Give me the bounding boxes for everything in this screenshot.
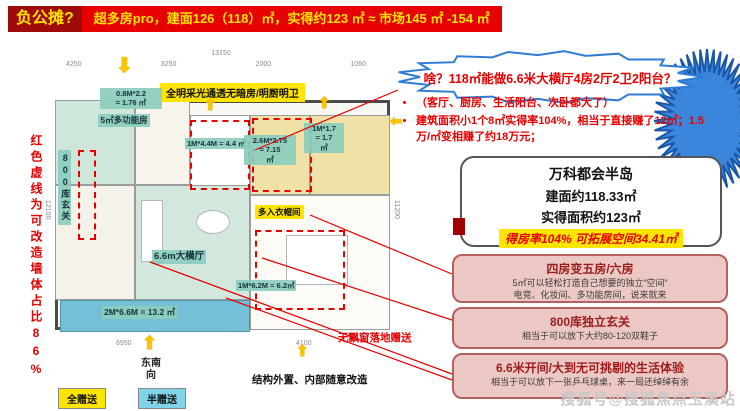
callout-entry: 800库独立玄关 相当于可以放下大约80-120双鞋子 (452, 307, 728, 349)
label-bay-small: 1M*1.7 = 1.7 ㎡ (304, 123, 344, 154)
starburst-outline (398, 50, 705, 104)
arrow-up-icon: ⬆ (318, 95, 331, 112)
callout-title: 四房变五房/六房 (546, 262, 634, 276)
floor-plan: 13150 4250 3250 2000 1060 12100 11200 69… (44, 50, 403, 410)
note-no-baywindow: 无飘窗落地赠送 (338, 332, 412, 344)
bullet-item: （客厅、厨房、生活阳台、次卧都大了） (416, 96, 706, 112)
question-burst: 啥？118㎡能做6.6米大横厅4房2厅2卫2阳台？ (394, 48, 706, 106)
label-closet: 0.8M*2.2 ≈ 1.76 ㎡ (100, 88, 162, 109)
starburst-decor (653, 48, 740, 194)
left-vertical-note: 红色虚线为可改造墙体占比86% (29, 134, 43, 380)
note-structure: 结构外置、内部随意改造 (252, 374, 368, 386)
dim-seg: 3250 (160, 61, 177, 68)
arrow-down-icon: ⬇ (116, 55, 133, 77)
room-kitchen (135, 100, 190, 185)
dim-right: 11200 (393, 200, 400, 219)
callout-body: 5㎡可以轻松打造自己想要的独立“空间” 电竞、化妆间、多功能房间，说来就来 (512, 278, 668, 300)
dim-top-segments: 4250 3250 2000 1060 (66, 61, 366, 68)
dim-bottom-left: 6950 (116, 340, 132, 347)
red-marker (453, 218, 465, 235)
burst-question-text: 啥？118㎡能做6.6米大横厅4房2厅2卫2阳台？ (423, 71, 677, 86)
label-direction: 东南向 (141, 358, 161, 381)
daylight-banner: 全明采光通透无暗房/明厨明卫 (160, 83, 305, 102)
label-multifunction: 5㎡多功能房 (98, 114, 150, 127)
callout-title: 6.6米开间/大到无可挑剔的生活体验 (495, 361, 685, 375)
dim-seg: 1060 (350, 61, 366, 68)
arrow-up-icon: ⬆ (142, 333, 158, 353)
callout-rooms: 四房变五房/六房 5㎡可以轻松打造自己想要的独立“空间” 电竞、化妆间、多功能房… (452, 254, 728, 303)
callout-body: 相当于可以放下大约80-120双鞋子 (521, 331, 659, 341)
actual-area: 实得面积约123㎡ (541, 210, 641, 225)
dim-top-total: 13150 (211, 50, 231, 57)
label-bath: 2.6M*2.75 ≈ 7.15 ㎡ (244, 135, 296, 166)
legend-half-gift: 半赠送 (138, 388, 186, 409)
arrow-up-icon: ⬆ (204, 97, 217, 114)
project-info-card: 万科都会半岛 建面约118.33㎡ 实得面积约123㎡ 得房率104% 可拓展空… (453, 156, 722, 248)
remodel-zone (78, 150, 96, 240)
built-area: 建面约118.33㎡ (545, 189, 637, 204)
remodel-zone (255, 230, 345, 310)
bullet-item: 建筑面积小1个8㎡实得率104%，相当于直接赚了12㎡；1.5万/㎡变相赚了约1… (416, 114, 706, 146)
callout-living-span: 6.6米开间/大到无可挑剔的生活体验 相当于可以放下一张乒乓球桌，来一局还绰绰有… (452, 353, 728, 399)
label-entry: 800库玄关 (58, 150, 72, 225)
label-balcony-top: 1M*4.4M = 4.4 ㎡ (185, 138, 248, 150)
label-living: 6.6m大横厅 (152, 250, 207, 264)
callout-body: 相当于可以放下一张乒乓球桌，来一局还绰绰有余 (490, 377, 689, 387)
dim-seg: 4250 (66, 61, 82, 68)
top-banner: 负公摊? 超多房pro，建面126（118）㎡，实得约123 ㎡ ≈ 市场145… (8, 6, 502, 32)
dim-seg: 2000 (255, 61, 272, 68)
arrow-up-icon: ⬆ (296, 343, 309, 360)
watermark: 搜狐号@搜狐焦点玉溪站 (560, 391, 736, 408)
dim-left: 12100 (44, 200, 51, 220)
legend-full-gift: 全赠送 (58, 388, 106, 409)
banner-headline: 超多房pro，建面126（118）㎡，实得约123 ㎡ ≈ 市场145 ㎡ -1… (81, 6, 502, 32)
label-bay-mid: 1M*6.2M = 6.2㎡ (236, 280, 297, 292)
project-name: 万科都会半岛 (549, 166, 633, 182)
label-cloakroom: 多入衣帽间 (255, 205, 304, 219)
table-icon (196, 210, 230, 234)
callout-title: 800库独立玄关 (549, 315, 631, 329)
efficiency-highlight: 得房率104% 可拓展空间34.41㎡ (498, 229, 684, 248)
remodel-zone (190, 120, 250, 190)
red-bullet-notes: （客厅、厨房、生活阳台、次卧都大了） 建筑面积小1个8㎡实得率104%，相当于直… (400, 96, 706, 148)
banner-tag: 负公摊? (8, 6, 82, 32)
label-balcony-big: 2M*6.6M = 13.2 ㎡ (102, 306, 178, 319)
